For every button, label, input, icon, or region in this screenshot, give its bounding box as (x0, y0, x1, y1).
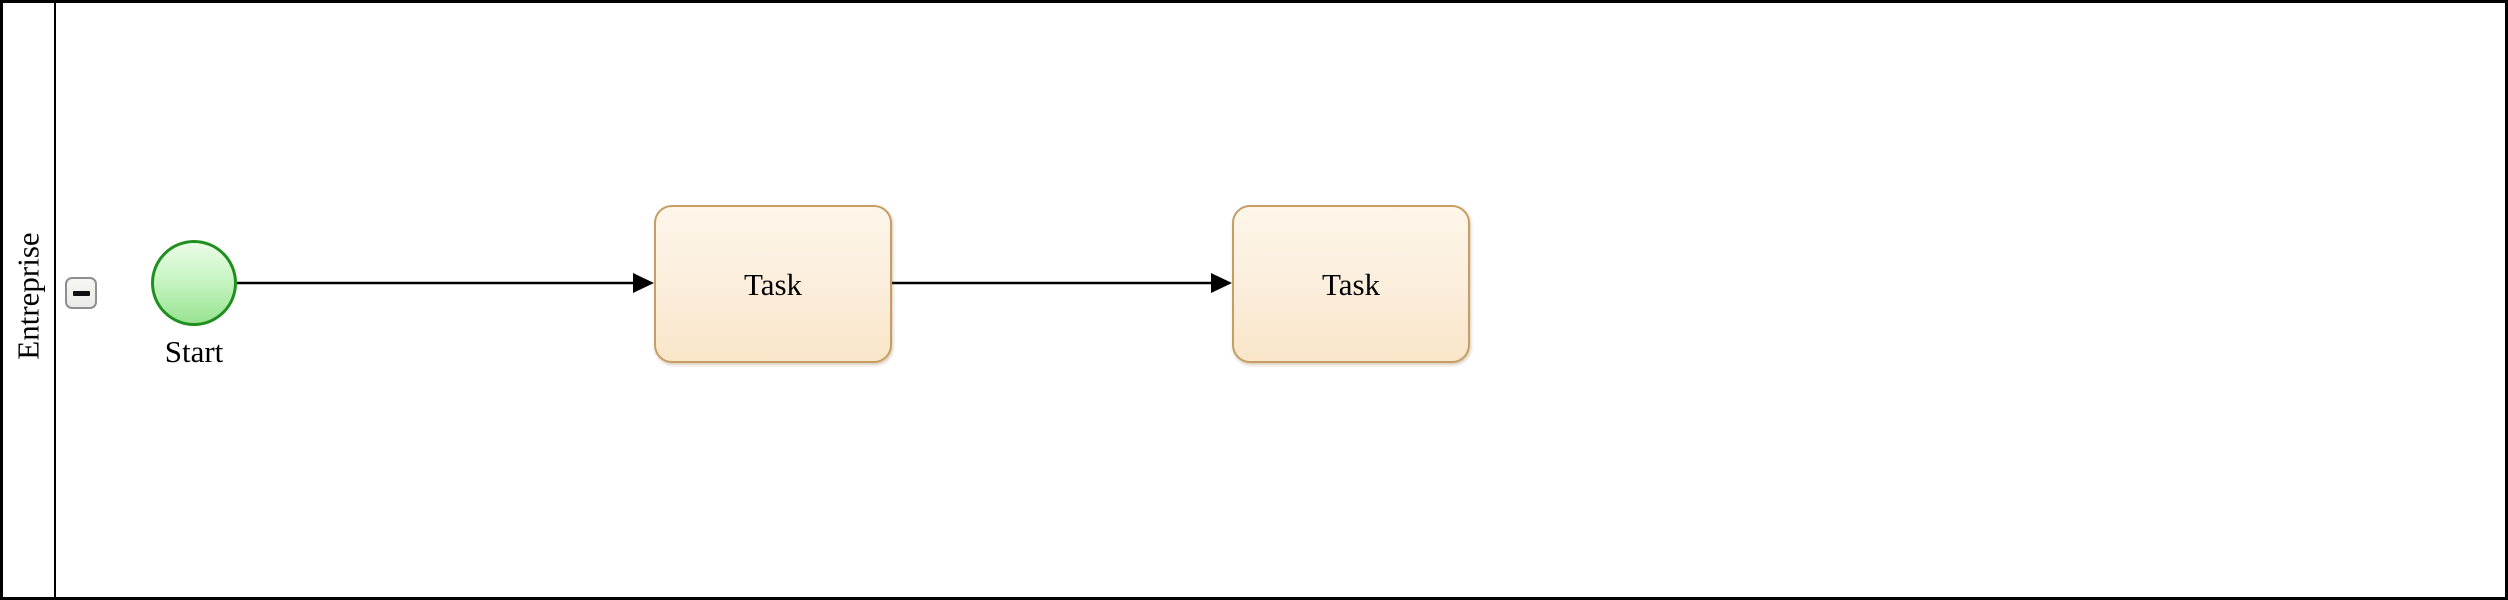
task-2-label: Task (1321, 266, 1381, 302)
task-2[interactable]: Task (1232, 205, 1470, 363)
minus-icon (72, 290, 90, 296)
sequence-flow-2[interactable] (892, 273, 1232, 293)
pool-label-band[interactable]: Entreprise (3, 3, 55, 597)
start-event[interactable] (151, 240, 237, 326)
start-event-label: Start (164, 334, 224, 369)
pool-label: Entreprise (10, 232, 46, 360)
sequence-flow-1[interactable] (237, 273, 654, 293)
pool-collapse-button[interactable] (65, 277, 97, 309)
task-1-label: Task (743, 266, 803, 302)
task-1[interactable]: Task (654, 205, 892, 363)
pool-divider-line (54, 3, 56, 597)
